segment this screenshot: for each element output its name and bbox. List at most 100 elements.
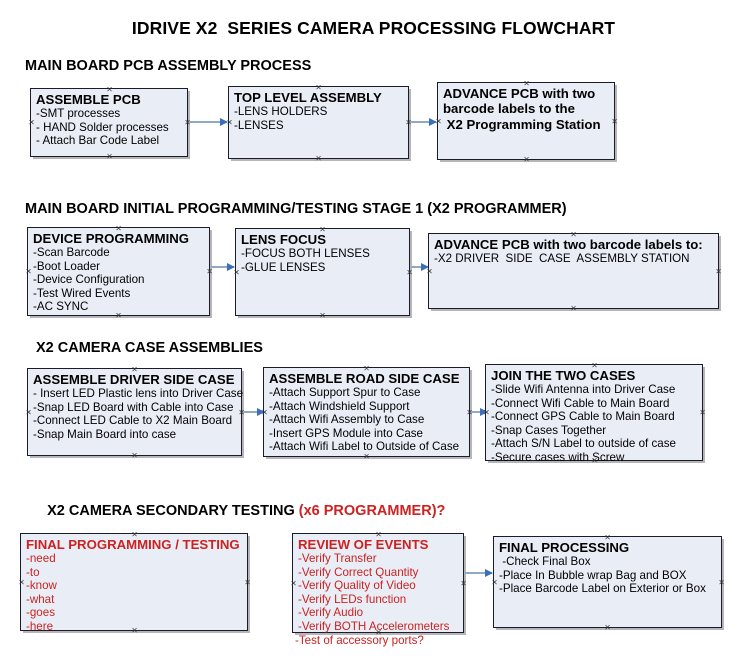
resize-handle-bottom[interactable] [131, 627, 138, 634]
resize-handle-left[interactable] [28, 119, 35, 126]
resize-handle-left[interactable] [25, 268, 32, 275]
node-assemble-driver-side-case[interactable]: ASSEMBLE DRIVER SIDE CASE - Insert LED P… [25, 366, 244, 459]
resize-handle-bottom[interactable] [315, 155, 322, 162]
resize-handle-right[interactable] [406, 269, 413, 276]
node-title: ASSEMBLE PCB [36, 92, 141, 107]
node-review-of-events[interactable]: REVIEW OF EVENTS -Verify Transfer -Verif… [290, 531, 467, 647]
resize-handle-right[interactable] [611, 118, 618, 125]
resize-handle-top[interactable] [363, 365, 370, 372]
node-line: -goes [26, 606, 56, 620]
resize-handle-top[interactable] [319, 226, 326, 233]
arrow-head-icon [485, 568, 493, 577]
node-line: -Attach S/N Label to outside of case [491, 437, 676, 451]
resize-handle-top[interactable] [131, 366, 138, 373]
connector-top-level-to-advance-pcb-1[interactable] [410, 117, 437, 126]
node-advance-pcb-to-programming-station[interactable]: ADVANCE PCB with two barcode labels to t… [437, 82, 615, 160]
node-line: - HAND Solder processes [36, 120, 169, 134]
resize-handle-left[interactable] [491, 579, 498, 586]
resize-handle-bottom[interactable] [591, 457, 598, 464]
node-device-programming[interactable]: DEVICE PROGRAMMING -Scan Barcode -Boot L… [27, 227, 210, 316]
node-line: -Verify Transfer [298, 552, 377, 566]
node-title: FINAL PROCESSING [499, 540, 630, 555]
resize-handle-bottom[interactable] [570, 305, 577, 312]
resize-handle-top[interactable] [570, 231, 577, 238]
node-line: -Place Barcode Label on Exterior or Box [499, 582, 706, 596]
node-title: ASSEMBLE DRIVER SIDE CASE [33, 372, 235, 387]
section-header-x2-camera-secondary-testing: X2 CAMERA SECONDARY TESTING (x6 PROGRAMM… [31, 487, 445, 535]
node-line: -Connect Wifi Cable to Main Board [491, 396, 670, 410]
node-title: DEVICE PROGRAMMING [33, 231, 190, 246]
resize-handle-left[interactable] [483, 409, 490, 416]
node-line: -Snap LED Board with Cable into Case [33, 400, 234, 414]
connector-review-of-events-to-final-processing[interactable] [465, 568, 493, 577]
node-body: FINAL PROGRAMMING / TESTING -need -to -k… [21, 534, 247, 635]
resize-handle-top[interactable] [604, 534, 611, 541]
node-body: ASSEMBLE DRIVER SIDE CASE - Insert LED P… [28, 369, 244, 443]
resize-handle-right[interactable] [460, 580, 467, 587]
node-line: - Insert LED Plastic lens into Driver Ca… [33, 387, 244, 401]
node-body: LENS FOCUS -FOCUS BOTH LENSES -GLUE LENS… [236, 229, 409, 276]
node-lens-focus[interactable]: LENS FOCUS -FOCUS BOTH LENSES -GLUE LENS… [235, 228, 410, 316]
node-body: FINAL PROCESSING -Check Final Box -Place… [494, 537, 721, 598]
resize-handle-left[interactable] [226, 119, 233, 126]
resize-handle-left[interactable] [18, 579, 25, 586]
resize-handle-left[interactable] [233, 269, 240, 276]
resize-handle-bottom[interactable] [363, 453, 370, 460]
node-line: -SMT processes [36, 107, 121, 121]
node-line: -Secure cases with Screw [491, 450, 625, 464]
resize-handle-top[interactable] [375, 531, 382, 538]
resize-handle-right[interactable] [244, 579, 251, 586]
node-body: REVIEW OF EVENTS -Verify Transfer -Verif… [293, 534, 463, 635]
node-line: -Place In Bubble wrap Bag and BOX [499, 568, 687, 582]
resize-handle-bottom[interactable] [319, 312, 326, 319]
node-final-processing[interactable]: FINAL PROCESSING -Check Final Box -Place… [493, 536, 722, 628]
resize-handle-top[interactable] [591, 362, 598, 369]
node-line: -X2 DRIVER SIDE CASE ASSEMBLY STATION [434, 252, 690, 266]
resize-handle-right[interactable] [718, 579, 725, 586]
resize-handle-top[interactable] [315, 84, 322, 91]
resize-handle-left[interactable] [25, 409, 32, 416]
node-line: -AC SYNC [33, 300, 89, 314]
node-title: TOP LEVEL ASSEMBLY [234, 90, 382, 105]
resize-handle-bottom[interactable] [375, 629, 382, 636]
node-line: -Verify LEDs function [298, 592, 407, 606]
resize-handle-bottom[interactable] [106, 153, 113, 160]
resize-handle-left[interactable] [435, 118, 442, 125]
resize-handle-top[interactable] [106, 86, 113, 93]
node-body: ADVANCE PCB with two barcode labels to: … [429, 234, 718, 268]
node-final-programming-testing[interactable]: FINAL PROGRAMMING / TESTING -need -to -k… [18, 531, 251, 634]
resize-handle-right[interactable] [715, 268, 722, 275]
resize-handle-right[interactable] [206, 268, 213, 275]
node-advance-pcb-to-driver-side-case[interactable]: ADVANCE PCB with two barcode labels to: … [428, 233, 719, 309]
node-title: ASSEMBLE ROAD SIDE CASE [269, 371, 460, 386]
resize-handle-bottom[interactable] [604, 624, 611, 631]
node-line: -LENS HOLDERS [234, 105, 328, 119]
resize-handle-left[interactable] [426, 268, 433, 275]
node-line: -Verify BOTH Accelerometers [298, 619, 450, 633]
connector-assemble-pcb-to-top-level[interactable] [189, 117, 228, 126]
section-header-text: X2 CAMERA SECONDARY TESTING [47, 503, 299, 519]
resize-handle-bottom[interactable] [131, 452, 138, 459]
resize-handle-bottom[interactable] [115, 312, 122, 319]
resize-handle-bottom[interactable] [523, 156, 530, 163]
node-line: -know [26, 579, 57, 593]
node-assemble-road-side-case[interactable]: ASSEMBLE ROAD SIDE CASE -Attach Support … [263, 367, 470, 457]
resize-handle-left[interactable] [261, 409, 268, 416]
node-top-level-assembly[interactable]: TOP LEVEL ASSEMBLY -LENS HOLDERS -LENSES [228, 86, 409, 159]
resize-handle-top[interactable] [523, 80, 530, 87]
node-join-the-two-cases[interactable]: JOIN THE TWO CASES -Slide Wifi Antenna i… [483, 362, 706, 464]
resize-handle-top[interactable] [115, 225, 122, 232]
node-line: -to [26, 565, 40, 579]
node-body: ASSEMBLE ROAD SIDE CASE -Attach Support … [264, 368, 469, 456]
node-line: -LENSES [234, 118, 284, 132]
resize-handle-left[interactable] [290, 580, 297, 587]
connector-device-programming-to-lens-focus[interactable] [211, 262, 235, 271]
node-assemble-pcb[interactable]: ASSEMBLE PCB -SMT processes - HAND Solde… [30, 88, 188, 157]
page-title: IDRIVE X2 SERIES CAMERA PROCESSING FLOWC… [131, 18, 616, 38]
node-line: -Snap Cases Together [491, 423, 607, 437]
node-line: -GLUE LENSES [241, 260, 326, 274]
resize-handle-right[interactable] [699, 409, 706, 416]
arrow-head-icon [227, 262, 235, 271]
resize-handle-top[interactable] [131, 531, 138, 538]
